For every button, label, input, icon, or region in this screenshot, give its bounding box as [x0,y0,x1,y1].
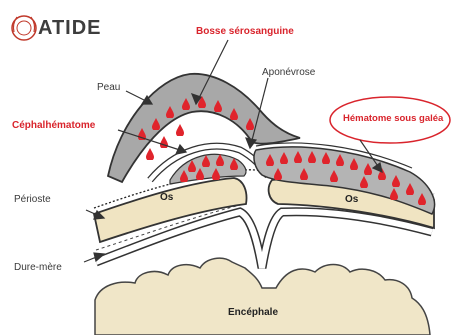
logo-emblem-icon [12,16,36,40]
label-peau: Peau [97,83,120,93]
label-os-right: Os [345,195,358,205]
brain-shape [95,258,430,335]
logo-wordmark: ATIDE [38,18,102,38]
label-hematome-sous-galea: Hématome sous galéa [343,114,443,124]
label-dure-mere: Dure-mère [14,263,62,273]
label-os-left: Os [160,193,173,203]
label-cephalhematome: Céphalhématome [12,121,95,131]
label-encephale: Encéphale [228,308,278,318]
label-aponevrose: Aponévrose [262,68,315,78]
label-periosteum: Périoste [14,195,51,205]
label-bosse-serosanguine: Bosse sérosanguine [196,27,294,37]
